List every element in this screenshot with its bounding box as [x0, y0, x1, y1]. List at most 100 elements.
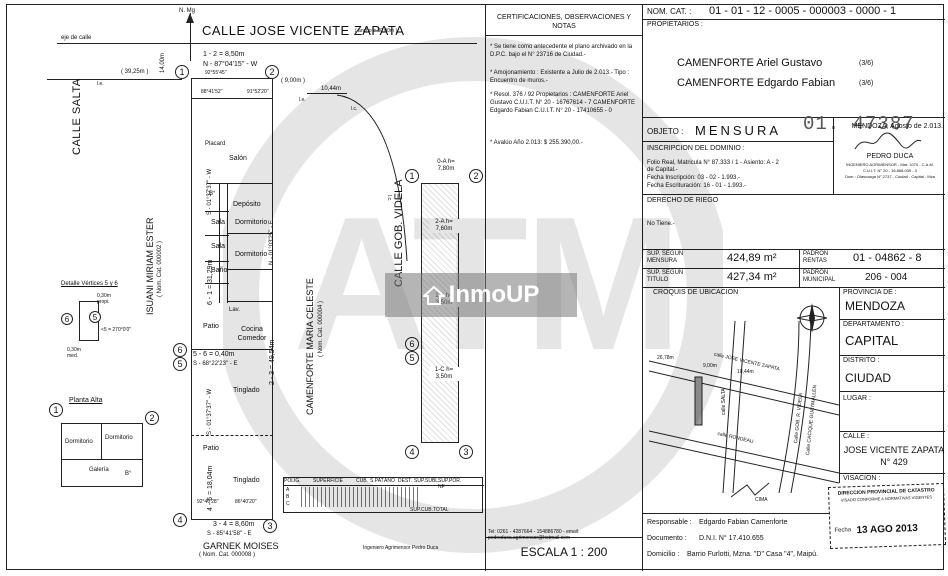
east-cat: ( Nom. Cat. 000004 ): [318, 300, 324, 357]
side-5-6: 5 - 6 = 0,40m: [193, 351, 235, 358]
croquis-dim: 9,00m: [703, 363, 717, 369]
angle-3: 86°40'20'': [235, 499, 257, 505]
room-sala-2: Sala: [211, 243, 226, 250]
room-dormitorio-1: Dormitorio: [235, 219, 268, 226]
bearing-5-6: S - 68°22'23'' - E: [193, 361, 238, 367]
vertex-1: 1: [175, 65, 189, 79]
cima-label: CIMA: [755, 497, 768, 503]
vertex-5: 5: [173, 357, 187, 371]
distrito-label: DISTRITO :: [843, 357, 880, 364]
interior-wall: [191, 349, 273, 350]
divider: [839, 319, 945, 320]
documento-value: D.N.I. N° 17.410.655: [699, 535, 764, 542]
room-lav: Lav.: [229, 307, 240, 313]
sup-titulo-label: SUP. SEGUN TITULO: [647, 270, 684, 283]
west-cat: ( Nom. Cat. 000002 ): [157, 240, 163, 297]
table-grid: [298, 487, 418, 507]
table-header-cell: CUB.: [356, 478, 368, 484]
upper-room-dorm-2: Dormitorio: [105, 435, 133, 441]
sup-titulo-value: 427,34 m²: [727, 271, 777, 283]
room-salon: Salón: [229, 155, 247, 162]
notes-title: CERTIFICACIONES, OBSERVACIONES Y NOTAS: [496, 14, 632, 30]
room-placard: Placard: [205, 141, 226, 147]
departamento-value: CAPITAL: [845, 333, 899, 348]
croquis-label: CROQUIS DE UBICACION: [653, 289, 739, 296]
table-row-label: C: [286, 501, 290, 507]
location-divider: [839, 287, 840, 483]
room-patio-1: Patio: [203, 323, 219, 330]
side-1-2: 1 - 2 = 8,50m: [203, 51, 245, 58]
domicilio-label: Domicilio :: [647, 551, 680, 558]
nom-cat-value: 01 - 01 - 12 - 0005 - 000003 - 0000 - 1: [709, 5, 897, 17]
lc-label: l.c.: [351, 106, 358, 112]
street-top: CALLE JOSE VICENTE ZAPATA: [202, 23, 405, 38]
dist-1044: 10,44m: [321, 86, 342, 92]
title-block: NOM. CAT. : 01 - 01 - 12 - 0005 - 000003…: [643, 5, 947, 571]
interior-wall: [205, 261, 229, 262]
signature-place-date: MENDOZA, Agosto de 2.013.: [851, 123, 943, 130]
street-center: CALLE GOB. VIDELA: [393, 179, 405, 287]
responsable-label: Responsable :: [647, 519, 692, 526]
divider: [839, 355, 945, 356]
padron-rentas-label: PADRON RENTAS: [803, 251, 829, 264]
section-vertex-3: 3: [459, 445, 473, 459]
cima-signature: [730, 482, 770, 498]
calle-label: CALLE :: [843, 433, 870, 440]
divider: [839, 473, 945, 474]
dominio-line: Fecha Inscripción: 03 - 02 - 1.993.-: [647, 175, 741, 181]
surface-table-header: POLIG. SUPERFICIE CUB. S.PAT AÑO DEST. S…: [284, 478, 484, 490]
section-0a: 0-A h= 7,80m: [437, 159, 455, 172]
table-header-cell: SUPERFICIE: [312, 478, 343, 484]
interior-wall: [227, 301, 273, 302]
interior-wall: [205, 235, 229, 236]
upper-vertex-1: 1: [49, 403, 63, 417]
calle-value: JOSE VICENTE ZAPATA: [843, 445, 945, 455]
distrito-value: CIUDAD: [845, 371, 892, 385]
owner-2: CAMENFORTE Edgardo Fabian: [677, 77, 836, 89]
divider: [643, 141, 833, 142]
note-item: * Resol. 376 / 92 Propietarios : CAMENFO…: [490, 92, 636, 114]
interior-wall-dashed: [191, 435, 273, 436]
domicilio-value: Barrio Furlotti, Mzna. "D" Casa "4", Mai…: [687, 551, 818, 558]
vertex-3: 3: [263, 519, 277, 533]
section-vertex-6: 6: [405, 337, 419, 351]
riego-value: No Tiene.-: [647, 221, 675, 227]
table-header-cell: SUP.SUBL.: [414, 478, 440, 484]
signature-cuit: C.U.I.T. N° 20 - 16.868.039 - 3: [863, 168, 917, 173]
signature-title: INGENIERO AGRIMENSOR - Mat. 1070 - C.A.M…: [846, 162, 934, 167]
divider: [839, 391, 945, 392]
room-patio-2: Patio: [203, 445, 219, 452]
sup-mensura-label: SUP. SEGUN MENSURA: [647, 251, 684, 264]
croquis-street: calle SALTA: [721, 388, 727, 415]
dominio-line: Fecha Escrituración: 16 - 01 - 1.993.-: [647, 183, 747, 189]
section-vertex-1: 1: [405, 169, 419, 183]
line-of-building: [47, 79, 182, 80]
table-footer: SUP.CUB.TOTAL: [410, 507, 449, 513]
location-sketch: [649, 320, 839, 493]
room-tinglado-1: Tinglado: [233, 387, 260, 394]
divider: [643, 513, 829, 514]
angle-1b: 88°41'52'': [201, 89, 223, 95]
lot-outline: [191, 78, 273, 520]
signature-name: PEDRO DUCA: [866, 153, 914, 160]
sup-mensura-value: 424,89 m²: [727, 252, 777, 264]
lot-front-wall: [191, 98, 273, 99]
upper-plan-title: Planta Alta: [69, 397, 103, 404]
divider: [839, 431, 945, 432]
divider: [643, 249, 945, 250]
room-deposito: Depósito: [233, 201, 261, 208]
north-arrow-icon: [186, 13, 194, 23]
objeto-number: 01. 47387: [803, 113, 915, 135]
padron-municipal-value: 206 - 004: [865, 272, 908, 283]
dist-900: ( 9,00m ): [281, 78, 306, 84]
padron-rentas-value: 01 - 04862 - 8: [853, 252, 922, 264]
west-owner: ISUANI MIRIAM ESTER: [145, 217, 155, 315]
upper-room-galeria: Galería: [89, 467, 109, 473]
compass-rose-icon: [796, 303, 828, 333]
angle-2: 91°52'20'': [247, 89, 269, 95]
nom-cat-label: NOM. CAT. :: [647, 7, 692, 16]
room-cocina: Cocina Comedor: [237, 326, 267, 342]
south-cat: ( Nom. Cat. 000008 ): [199, 552, 256, 558]
table-header-cell: S.PAT: [370, 478, 384, 484]
signature-divider: [833, 117, 834, 194]
